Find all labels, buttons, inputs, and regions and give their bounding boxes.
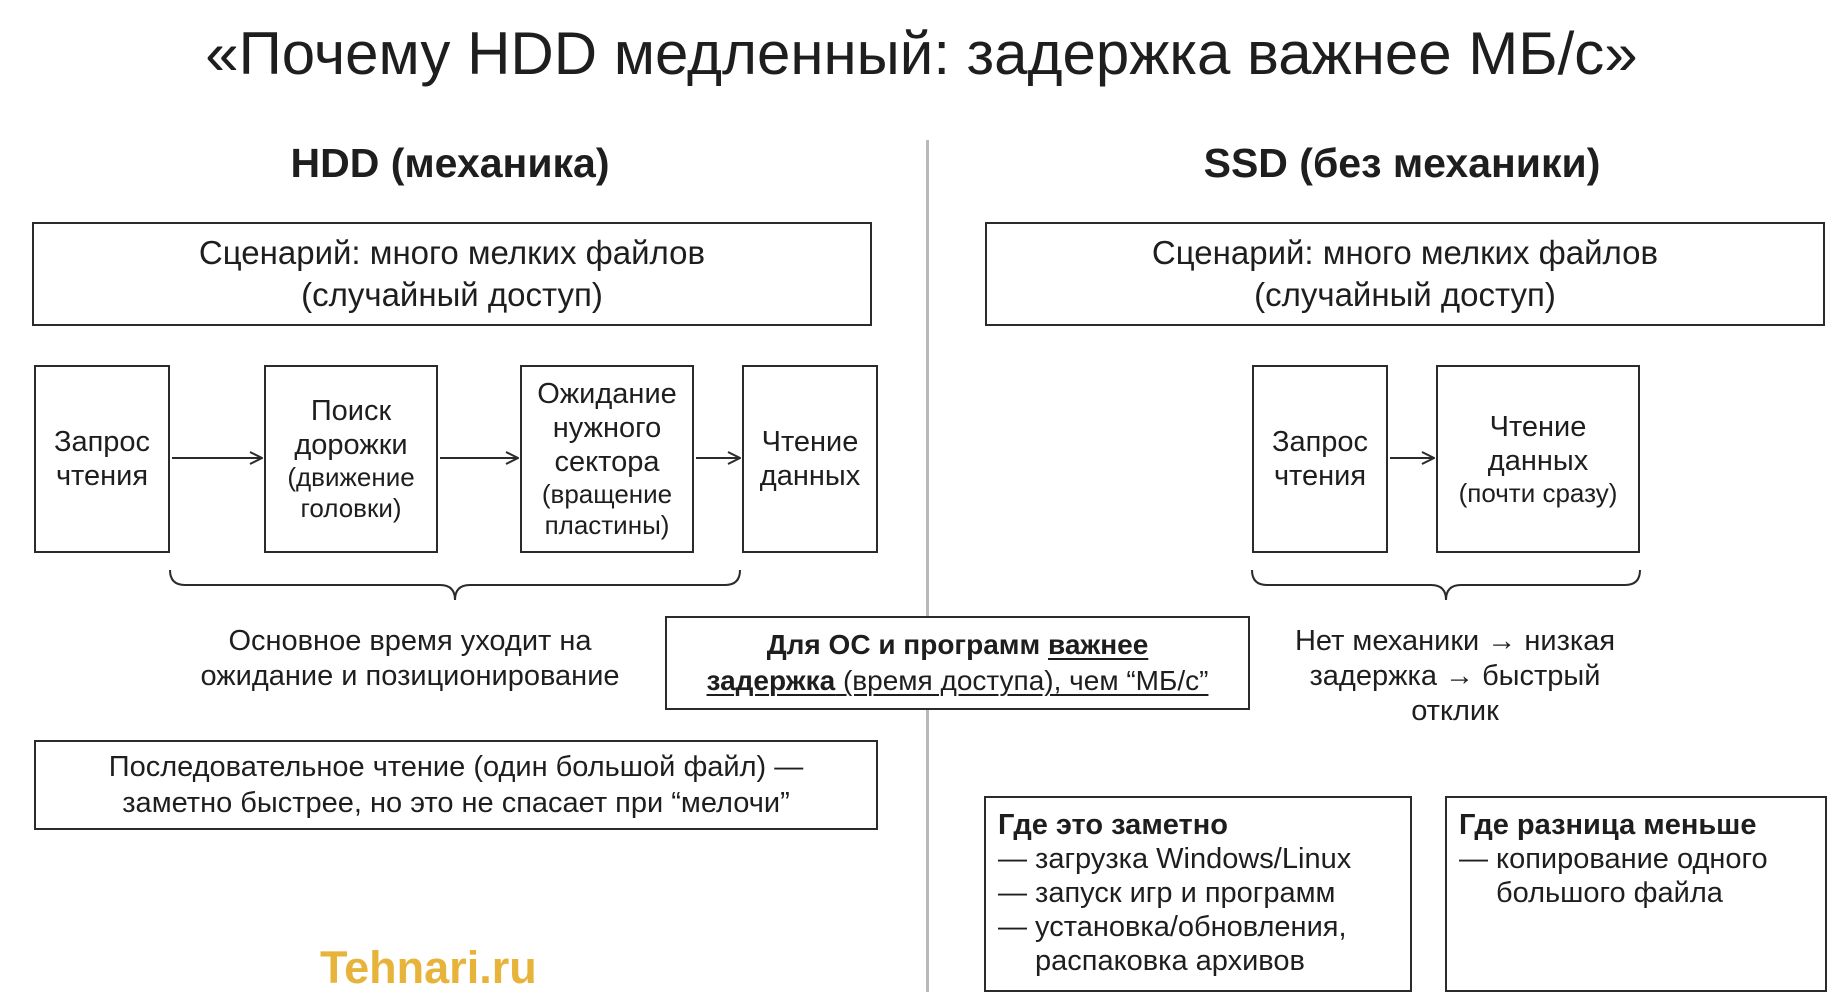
ssd-scenario-line2: (случайный доступ) xyxy=(1254,276,1556,313)
hdd-scenario-line2: (случайный доступ) xyxy=(301,276,603,313)
hdd-step-seek-line1: Поиск xyxy=(310,395,392,427)
hdd-step-wait-line2: нужного xyxy=(552,412,662,444)
ssd-step-read: Чтение данных (почти сразу) xyxy=(1436,365,1640,553)
ssd-step-request-line1: Запрос xyxy=(1271,426,1369,458)
center-line2: задержка (время доступа), чем “МБ/с” xyxy=(707,663,1209,699)
center-text-latency: задержка xyxy=(706,665,836,696)
less-difference-box: Где разница меньше — копирование одного … xyxy=(1445,796,1827,992)
noticeable-item: — запуск игр и программ xyxy=(998,877,1336,909)
noticeable-heading: Где это заметно xyxy=(998,809,1228,841)
hdd-brace xyxy=(169,569,741,601)
hdd-note: Основное время уходит на ожидание и пози… xyxy=(160,624,660,694)
hdd-step-request: Запрос чтения xyxy=(34,365,170,553)
hdd-step-wait-sub2: пластины) xyxy=(544,510,670,540)
hdd-step-wait-line3: сектора xyxy=(554,446,660,478)
hdd-heading: HDD (механика) xyxy=(290,140,610,186)
ssd-note-line3: отклик xyxy=(1411,695,1499,727)
hdd-scenario-box: Сценарий: много мелких файлов (случайный… xyxy=(32,222,872,326)
less-difference-item: — копирование одного xyxy=(1459,843,1768,875)
ssd-brace xyxy=(1251,569,1641,601)
column-divider xyxy=(926,140,929,992)
ssd-scenario-line1: Сценарий: много мелких файлов xyxy=(1151,234,1659,271)
hdd-step-read: Чтение данных xyxy=(742,365,878,553)
hdd-step-read-line2: данных xyxy=(759,460,861,492)
ssd-note-line1: Нет механики → низкая xyxy=(1294,625,1616,657)
page-title: «Почему HDD медленный: задержка важнее М… xyxy=(205,20,1638,87)
hdd-note-line2: ожидание и позиционирование xyxy=(200,660,620,692)
center-text-important: важнее xyxy=(1047,629,1149,660)
ssd-scenario-box: Сценарий: много мелких файлов (случайный… xyxy=(985,222,1825,326)
noticeable-item: — установка/обновления, xyxy=(998,911,1347,943)
hdd-step-wait-sub1: (вращение xyxy=(541,479,673,509)
center-text-bold: Для ОС и программ xyxy=(766,629,1048,660)
ssd-step-read-line2: данных xyxy=(1487,444,1589,477)
ssd-note: Нет механики → низкая задержка → быстрый… xyxy=(1255,624,1655,729)
hdd-step-seek-sub1: (движение xyxy=(287,462,415,492)
ssd-step-read-line1: Чтение xyxy=(1489,410,1587,443)
hdd-step-seek-line2: дорожки xyxy=(294,429,408,461)
less-difference-heading: Где разница меньше xyxy=(1459,809,1757,841)
hdd-step-read-line1: Чтение xyxy=(761,426,859,458)
hdd-sequential-line2: заметно быстрее, но это не спасает при “… xyxy=(122,787,790,819)
ssd-step-request: Запрос чтения xyxy=(1252,365,1388,553)
hdd-note-line1: Основное время уходит на xyxy=(228,625,592,657)
hdd-sequential-box: Последовательное чтение (один большой фа… xyxy=(34,740,878,830)
noticeable-item: — загрузка Windows/Linux xyxy=(998,843,1352,875)
noticeable-item-continuation: распаковка архивов xyxy=(1035,945,1305,977)
hdd-step-wait-line1: Ожидание xyxy=(537,378,677,410)
hdd-step-wait: Ожидание нужного сектора (вращение пласт… xyxy=(520,365,694,553)
center-line1: Для ОС и программ важнее xyxy=(767,627,1149,663)
hdd-step-seek: Поиск дорожки (движение головки) xyxy=(264,365,438,553)
less-difference-continuation: большого файла xyxy=(1496,877,1723,909)
site-logo: Tehnari.ru xyxy=(320,942,537,993)
hdd-step-request-line1: Запрос xyxy=(53,426,151,458)
ssd-heading: SSD (без механики) xyxy=(1203,140,1601,186)
hdd-scenario-line1: Сценарий: много мелких файлов xyxy=(198,234,706,271)
ssd-step-request-line2: чтения xyxy=(1273,460,1367,492)
hdd-step-request-line2: чтения xyxy=(55,460,149,492)
center-text-rest: (время доступа), чем “МБ/с” xyxy=(835,665,1209,696)
hdd-sequential-line1: Последовательное чтение (один большой фа… xyxy=(108,751,804,783)
hdd-step-seek-sub2: головки) xyxy=(300,493,402,523)
center-conclusion-box: Для ОС и программ важнее задержка (время… xyxy=(665,616,1250,710)
ssd-note-line2: задержка → быстрый xyxy=(1309,660,1601,692)
noticeable-box: Где это заметно — загрузка Windows/Linux… xyxy=(984,796,1412,992)
ssd-step-read-sub1: (почти сразу) xyxy=(1458,477,1618,508)
